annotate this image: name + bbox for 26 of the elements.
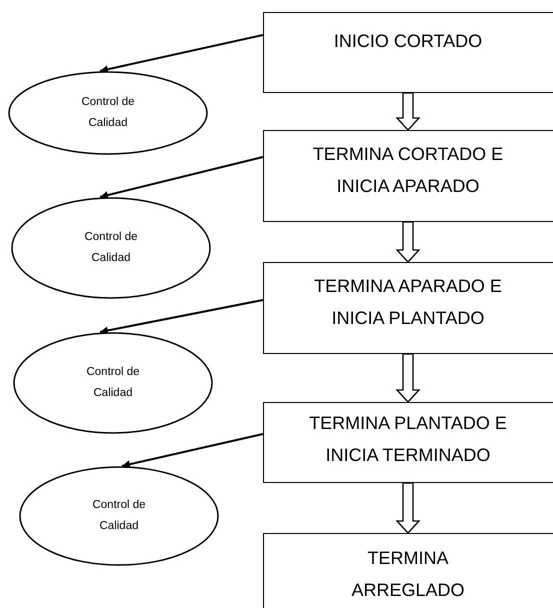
control-ellipse [19,466,219,566]
process-box [263,533,553,608]
arrow [100,299,264,334]
control-ellipse [11,197,211,299]
block-arrow [396,482,420,534]
box-label: TERMINA ARREGLADO [350,547,466,602]
arrow [100,34,264,74]
ellipse-label: Control de Calidad [85,365,141,401]
process-box [263,262,553,354]
box-label: TERMINA PLANTADO E INICIA TERMINADO [308,412,508,467]
box-label: TERMINA CORTADO E INICIA APARADO [312,143,504,198]
arrow [122,433,264,468]
box-label: INICIO CORTADO [334,30,482,53]
process-box [263,130,553,222]
control-ellipse [13,332,213,434]
block-arrow [396,353,420,403]
process-box [263,402,553,483]
ellipse-label: Control de Calidad [83,230,139,266]
ellipse-label: Control de Calidad [91,498,147,534]
block-arrow [396,221,420,263]
arrow [100,156,264,199]
process-box [263,12,553,93]
control-ellipse [8,71,208,155]
ellipse-label: Control de Calidad [80,95,136,131]
box-label: TERMINA APARADO E INICIA PLANTADO [313,275,503,330]
block-arrow [396,92,420,131]
